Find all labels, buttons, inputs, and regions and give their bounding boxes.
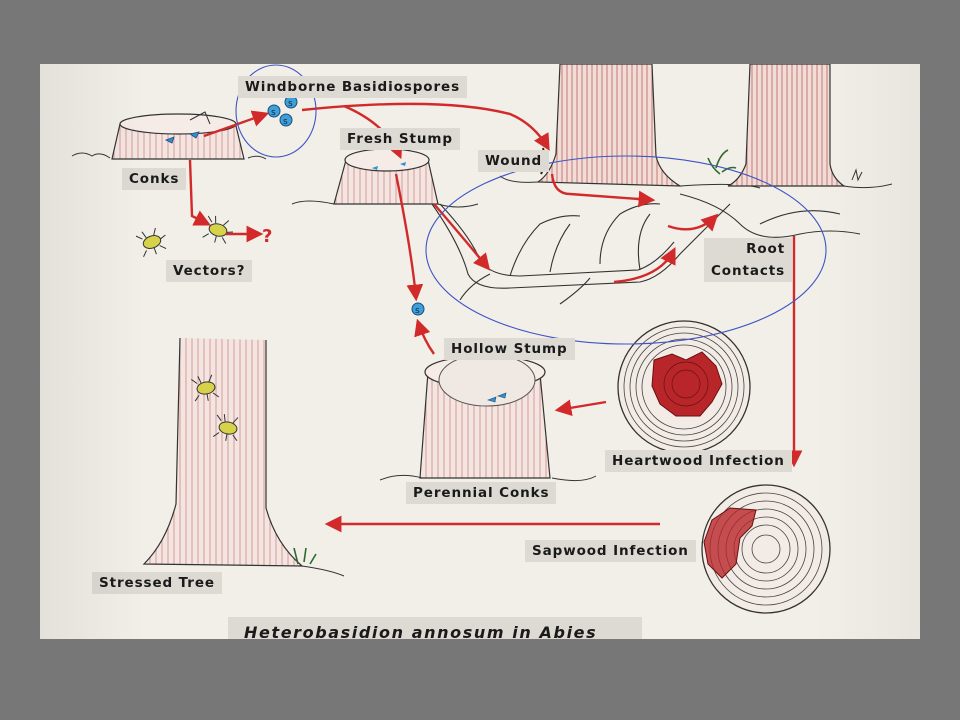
- label-wound: Wound: [478, 150, 550, 172]
- spore-icon: s: [411, 302, 425, 316]
- diagram-title: Heterobasidion annosum in Abies: [228, 617, 642, 639]
- label-hollow-stump: Hollow Stump: [444, 338, 575, 360]
- label-root-contacts: Root Contacts: [704, 238, 793, 282]
- neighbor-tree: [707, 64, 893, 189]
- lifecycle-illustration: s s s: [71, 64, 893, 614]
- label-windborne-basidiospores: Windborne Basidiospores: [238, 76, 468, 98]
- spore-highlight-ellipse: [235, 64, 317, 158]
- label-perennial-conks: Perennial Conks: [406, 482, 557, 504]
- label-contacts: Contacts: [711, 263, 786, 279]
- label-root: Root: [746, 241, 786, 257]
- spore-letter: s: [288, 99, 293, 109]
- beetle-icon: [191, 374, 220, 402]
- diagram-frame: s s s: [40, 64, 920, 639]
- lifecycle-arrows: [188, 102, 803, 533]
- label-conks: Conks: [122, 168, 187, 190]
- wounded-tree: [499, 64, 761, 189]
- root-contact-highlight-ellipse: [425, 155, 827, 345]
- beetle-icon: [202, 215, 234, 244]
- hollow-stump: [379, 353, 597, 482]
- label-stressed-tree: Stressed Tree: [92, 572, 222, 594]
- beetle-icon: [135, 227, 167, 257]
- spore-letter: s: [415, 306, 420, 316]
- fresh-stump: [291, 148, 479, 208]
- spore-cluster: s s s: [267, 95, 298, 127]
- spore-letter: s: [271, 108, 276, 118]
- spore-letter: s: [283, 117, 288, 127]
- label-fresh-stump: Fresh Stump: [340, 128, 460, 150]
- sapwood-cross-section: [701, 484, 831, 614]
- label-sapwood-infection: Sapwood Infection: [525, 540, 696, 562]
- label-heartwood-infection: Heartwood Infection: [605, 450, 792, 472]
- beetle-icon: [213, 414, 239, 442]
- label-vectors: Vectors?: [166, 260, 253, 282]
- question-mark: ?: [262, 226, 272, 247]
- stressed-tree: [142, 337, 345, 577]
- root-system: [431, 193, 861, 305]
- heartwood-cross-section: [617, 320, 751, 454]
